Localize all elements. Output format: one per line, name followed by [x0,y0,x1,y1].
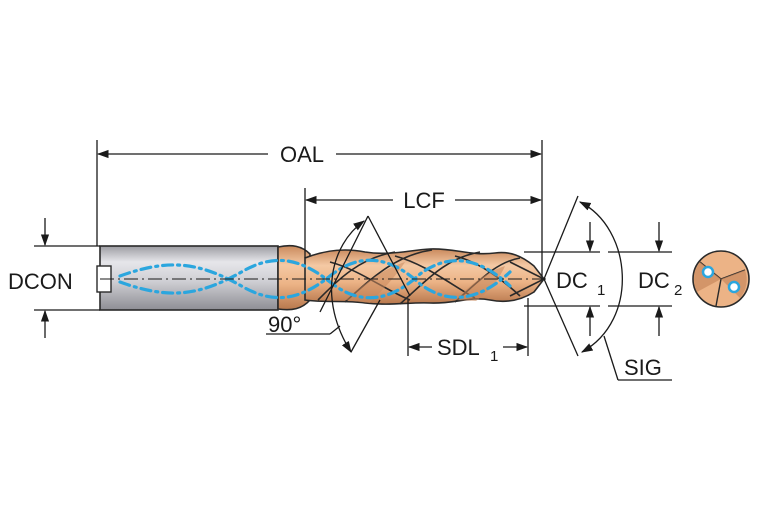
drill-shank [96,245,279,311]
dc2-label-main: DC [638,268,670,293]
drill-end-view [692,250,750,308]
dc1-label-sub: 1 [597,282,605,299]
coolant-hole-2 [727,280,741,294]
lcf-label: LCF [403,188,445,213]
sig-label: SIG [624,355,662,380]
sdl1-dimension [407,298,529,356]
coolant-hole-1 [701,265,715,279]
angle-label: 90° [268,312,301,337]
dc1-label-main: DC [556,268,588,293]
sig-dimension [543,195,672,381]
angle-dimension [266,215,411,353]
dcon-dimension [34,218,100,338]
sdl1-label-main: SDL [437,335,480,360]
drill-fluted-body [304,248,546,305]
oal-dimension [96,140,543,276]
dc2-label-sub: 2 [674,282,682,299]
sdl1-label-sub: 1 [490,348,498,365]
dcon-label: DCON [8,269,73,294]
coolant-channels [118,258,512,300]
oal-label: OAL [280,142,324,167]
lcf-dimension [304,188,543,258]
